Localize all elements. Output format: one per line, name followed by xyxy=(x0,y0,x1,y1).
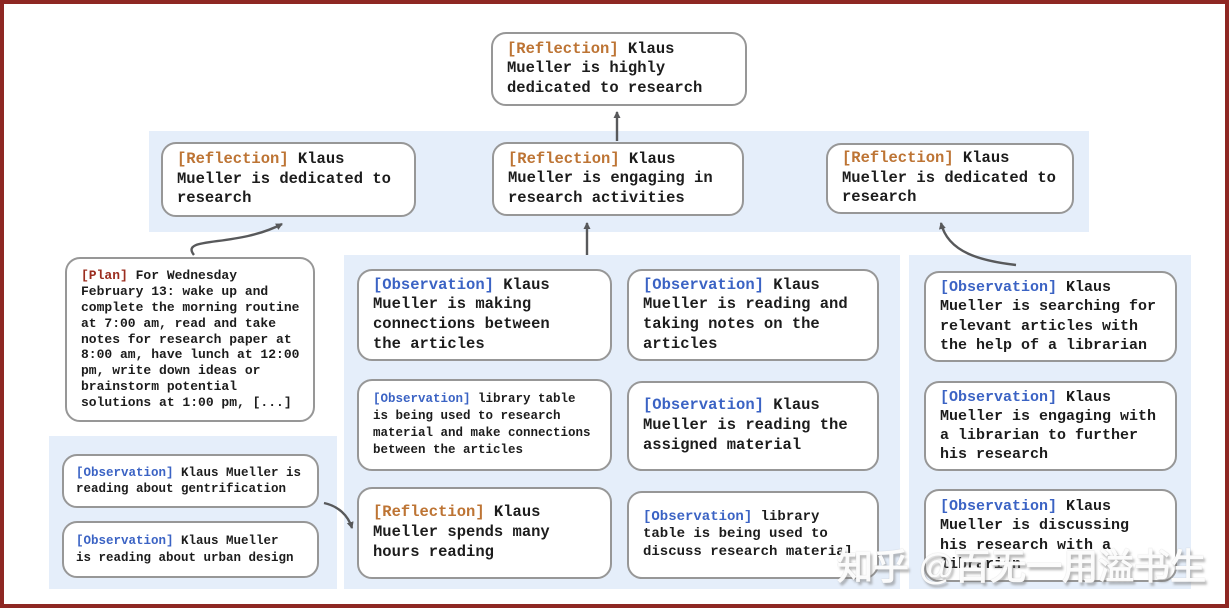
observation-tag: [Observation] xyxy=(76,534,174,549)
observation-tag: [Observation] xyxy=(940,388,1058,406)
observation-tag: [Observation] xyxy=(643,396,764,415)
node-text: Klaus Mueller is discussing his research… xyxy=(940,498,1130,573)
node-reflection-middle: [Reflection]Klaus Mueller is engaging in… xyxy=(492,142,744,216)
observation-tag: [Observation] xyxy=(373,392,471,406)
node-text: library table is being used to discuss r… xyxy=(643,508,854,560)
plan-tag: [Plan] xyxy=(81,268,128,284)
node-observation-gentrification: [Observation]Klaus Mueller is reading ab… xyxy=(62,454,319,508)
zhihu-watermark: 知乎 @百无一用溢书生 xyxy=(837,546,1207,587)
node-observation-searching-articles: [Observation]Klaus Mueller is searching … xyxy=(924,271,1177,362)
observation-tag: [Observation] xyxy=(643,508,753,525)
node-observation-discussing-research: [Observation]Klaus Mueller is discussing… xyxy=(924,489,1177,582)
reflection-tag: [Reflection] xyxy=(508,149,620,168)
node-reflection-right: [Reflection]Klaus Mueller is dedicated t… xyxy=(826,143,1074,214)
node-observation-library-research: [Observation]library table is being used… xyxy=(357,379,612,471)
node-observation-urban-design: [Observation]Klaus Mueller is reading ab… xyxy=(62,521,319,578)
observation-tag: [Observation] xyxy=(940,498,1058,516)
node-text: Klaus Mueller is engaging in research ac… xyxy=(508,149,713,207)
node-text: Klaus Mueller spends many hours reading xyxy=(373,503,550,561)
node-text: library table is being used to research … xyxy=(373,392,591,457)
node-reflection-hours-reading: [Reflection]Klaus Mueller spends many ho… xyxy=(357,487,612,579)
node-text: Klaus Mueller is making connections betw… xyxy=(373,275,550,353)
reflection-tag: [Reflection] xyxy=(507,39,619,58)
observation-tag: [Observation] xyxy=(373,275,494,294)
node-observation-library-discuss: [Observation]library table is being used… xyxy=(627,491,879,579)
reflection-tag: [Reflection] xyxy=(177,150,289,168)
observation-tag: [Observation] xyxy=(76,465,174,480)
node-text: For Wednesday February 13: wake up and c… xyxy=(81,268,300,411)
node-text: Klaus Mueller is searching for relevant … xyxy=(940,279,1157,354)
node-plan: [Plan]For Wednesday February 13: wake up… xyxy=(65,257,315,422)
node-text: Klaus Mueller is reading the assigned ma… xyxy=(643,396,848,454)
node-observation-making-connections: [Observation]Klaus Mueller is making con… xyxy=(357,269,612,361)
node-text: Klaus Mueller is dedicated to research xyxy=(842,149,1056,207)
node-text: Klaus Mueller is engaging with a librari… xyxy=(940,388,1157,464)
observation-tag: [Observation] xyxy=(643,275,764,294)
node-observation-engaging-librarian: [Observation]Klaus Mueller is engaging w… xyxy=(924,381,1177,471)
node-observation-taking-notes: [Observation]Klaus Mueller is reading an… xyxy=(627,269,879,361)
node-text: Klaus Mueller is highly dedicated to res… xyxy=(507,39,703,97)
node-top-reflection: [Reflection]Klaus Mueller is highly dedi… xyxy=(491,32,747,106)
observation-tag: [Observation] xyxy=(940,279,1058,297)
node-reflection-left: [Reflection]Klaus Mueller is dedicated t… xyxy=(161,142,416,217)
node-text: Klaus Mueller is dedicated to research xyxy=(177,150,391,208)
node-text: Klaus Mueller is reading about gentrific… xyxy=(76,465,302,496)
node-text: Klaus Mueller is reading and taking note… xyxy=(643,275,848,353)
reflection-tag: [Reflection] xyxy=(842,149,954,167)
reflection-tag: [Reflection] xyxy=(373,503,485,522)
node-observation-assigned-material: [Observation]Klaus Mueller is reading th… xyxy=(627,381,879,471)
node-text: Klaus Mueller is reading about urban des… xyxy=(76,534,294,565)
